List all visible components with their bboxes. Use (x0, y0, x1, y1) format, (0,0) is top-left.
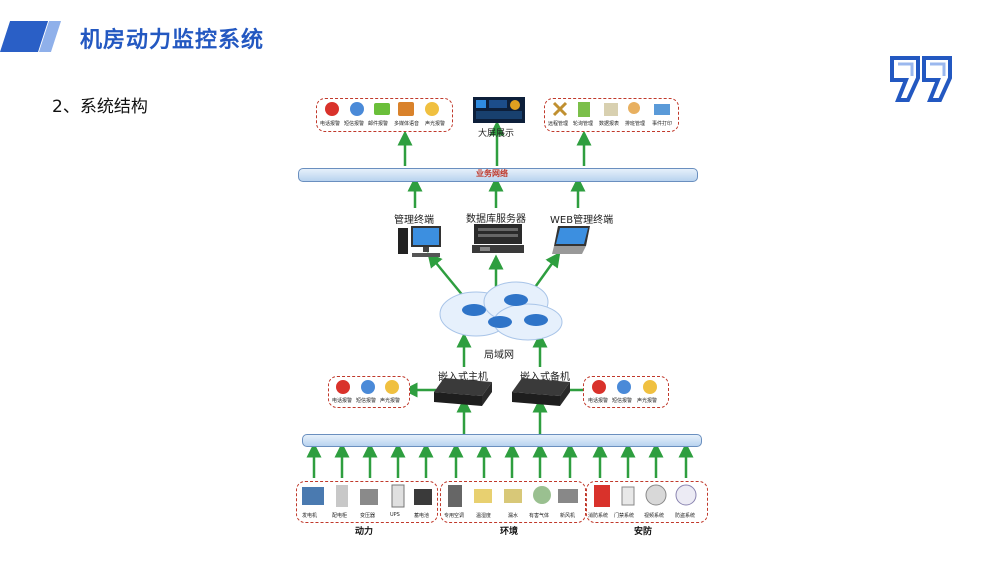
host-backup-label: 嵌入式备机 (520, 372, 570, 383)
left-alarm-label-2: 声光报警 (380, 398, 401, 404)
top-right-label-3: 排班管理 (625, 121, 646, 127)
environment-group-label: 环境 (500, 527, 519, 537)
environment-item-0: 专用空调 (444, 513, 465, 519)
top-right-label-2: 数据报表 (599, 121, 620, 127)
security-item-1: 门禁系统 (614, 513, 635, 519)
right-alarm-label-0: 电话报警 (588, 398, 609, 404)
database-server-label: 数据库服务器 (466, 214, 526, 225)
power-item-3: UPS (390, 512, 400, 518)
top-right-label-0: 远程管理 (548, 121, 569, 127)
alarm-devices-icon (325, 102, 439, 116)
power-item-1: 配电柜 (332, 513, 348, 519)
management-tools-icon (552, 101, 670, 117)
management-terminal-label: 管理终端 (394, 215, 434, 226)
security-devices-icon (594, 484, 697, 507)
top-left-label-4: 声光报警 (425, 121, 446, 127)
environment-devices-icon (448, 485, 578, 507)
power-item-2: 变压器 (360, 513, 376, 519)
field-bus (302, 434, 702, 447)
lan-cloud-icon (439, 281, 563, 341)
business-network-label: 业务网络 (476, 169, 508, 178)
section-heading: 2、系统结构 (52, 97, 148, 117)
power-item-0: 发电机 (302, 513, 318, 519)
environment-item-3: 有害气体 (529, 513, 550, 519)
lan-label: 局域网 (484, 350, 514, 361)
security-group-label: 安防 (634, 527, 653, 537)
database-server-icon (472, 224, 524, 253)
quote-mark-icon (890, 56, 952, 102)
top-left-label-1: 短信报警 (344, 121, 365, 127)
host-main-label: 嵌入式主机 (438, 372, 488, 383)
left-alarm-label-0: 电话报警 (332, 398, 353, 404)
environment-item-1: 温湿度 (476, 513, 492, 519)
page-title: 机房动力监控系统 (80, 28, 265, 53)
top-left-label-2: 邮件报警 (368, 121, 389, 127)
desktop-computer-icon (398, 226, 441, 257)
power-item-4: 蓄电池 (414, 513, 430, 519)
web-terminal-label: WEB管理终端 (550, 215, 614, 226)
right-alarm-devices-icon (592, 380, 657, 394)
left-alarm-devices-icon (336, 380, 399, 394)
security-item-2: 视频系统 (644, 513, 665, 519)
business-network-bus (298, 168, 698, 182)
security-item-3: 防盗系统 (675, 513, 696, 519)
host-backup-device-icon (512, 378, 570, 406)
environment-item-2: 漏水 (508, 513, 519, 519)
host-main-device-icon (434, 378, 492, 406)
security-item-0: 消防系统 (588, 513, 609, 519)
top-right-label-1: 轮询管理 (573, 121, 594, 127)
top-right-label-4: 事件打印 (652, 121, 673, 127)
power-devices-icon (302, 484, 432, 508)
big-screen-label: 大屏展示 (478, 129, 515, 139)
top-left-label-3: 多媒体语音 (394, 121, 420, 127)
right-alarm-label-1: 短信报警 (612, 398, 633, 404)
environment-item-4: 新风机 (560, 513, 576, 519)
left-alarm-label-1: 短信报警 (356, 398, 377, 404)
right-alarm-label-2: 声光报警 (637, 398, 658, 404)
big-screen-icon (473, 97, 525, 123)
laptop-icon (552, 226, 590, 254)
top-left-label-0: 电话报警 (320, 121, 341, 127)
power-group-label: 动力 (355, 527, 374, 537)
